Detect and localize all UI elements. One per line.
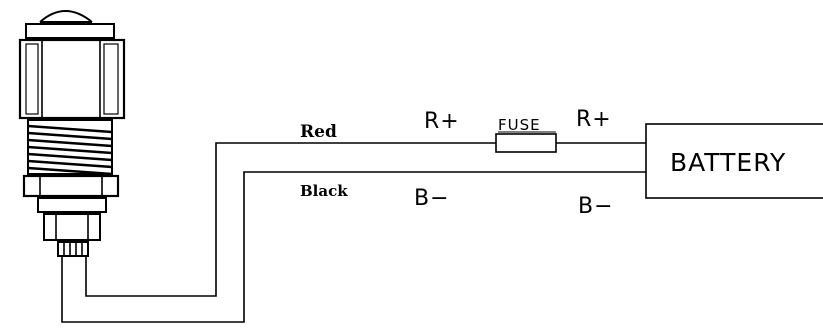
r-plus-right-label: R+ bbox=[576, 107, 612, 132]
red-wire bbox=[85, 142, 646, 297]
fuse-label: FUSE bbox=[498, 116, 541, 134]
black-wire-label: Black bbox=[300, 182, 348, 200]
b-minus-right-label: B− bbox=[578, 194, 614, 219]
battery-label: BATTERY bbox=[670, 148, 786, 177]
battery-box bbox=[645, 123, 823, 199]
r-plus-left-label: R+ bbox=[424, 109, 460, 134]
connector-icon bbox=[18, 10, 126, 257]
b-minus-left-label: B− bbox=[414, 186, 450, 211]
fuse-symbol bbox=[495, 133, 557, 153]
black-wire bbox=[61, 171, 646, 323]
red-wire-label: Red bbox=[300, 122, 337, 142]
